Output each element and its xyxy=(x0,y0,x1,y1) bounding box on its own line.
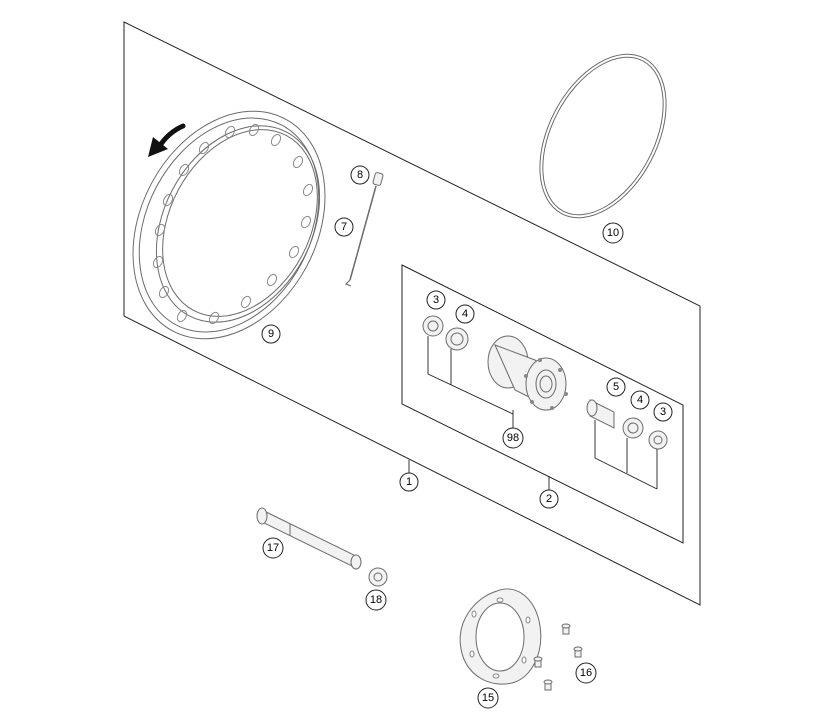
callout-98: 98 xyxy=(502,427,524,449)
callout-4-left: 4 xyxy=(455,304,475,324)
callout-4-right: 4 xyxy=(630,390,650,410)
callout-3-left: 3 xyxy=(426,290,446,310)
callout-15-label: 15 xyxy=(482,692,494,704)
callout-4-left-label: 4 xyxy=(462,308,468,320)
wheel-assembly-frame xyxy=(123,21,701,606)
callout-18-label: 18 xyxy=(370,594,382,606)
callout-5-label: 5 xyxy=(613,381,619,393)
callout-5: 5 xyxy=(606,377,626,397)
callout-7: 7 xyxy=(334,217,354,237)
callout-2: 2 xyxy=(539,489,559,509)
callout-10-label: 10 xyxy=(607,227,619,239)
callout-1-label: 1 xyxy=(406,476,412,488)
axle xyxy=(256,507,362,570)
callout-4-right-label: 4 xyxy=(637,394,643,406)
axle-nut xyxy=(368,567,388,587)
callout-10: 10 xyxy=(602,222,624,244)
callout-17-label: 17 xyxy=(267,542,279,554)
callout-3-right-label: 3 xyxy=(660,406,666,418)
callout-18: 18 xyxy=(365,589,387,611)
callout-9-label: 9 xyxy=(268,328,274,340)
rim xyxy=(132,110,326,340)
callout-15: 15 xyxy=(477,687,499,709)
callout-8-label: 8 xyxy=(357,169,363,181)
callout-3-right: 3 xyxy=(653,402,673,422)
callout-17: 17 xyxy=(262,537,284,559)
callout-3-left-label: 3 xyxy=(433,294,439,306)
spoke-nipple xyxy=(372,172,384,186)
callout-7-label: 7 xyxy=(341,221,347,233)
spoke xyxy=(344,185,377,287)
callout-9: 9 xyxy=(261,324,281,344)
callout-2-label: 2 xyxy=(546,493,552,505)
hub-assembly-frame xyxy=(401,264,684,544)
rim-band xyxy=(539,53,667,219)
callout-16: 16 xyxy=(575,662,597,684)
brake-disc-screws xyxy=(533,623,583,691)
brake-disc xyxy=(459,588,542,685)
callout-8: 8 xyxy=(350,165,370,185)
callout-16-label: 16 xyxy=(580,667,592,679)
callout-1: 1 xyxy=(399,472,419,492)
rotation-direction-arrow-icon xyxy=(148,123,186,157)
leader-lines xyxy=(408,336,658,490)
callout-98-label: 98 xyxy=(507,432,519,444)
hub-parts xyxy=(422,315,668,450)
